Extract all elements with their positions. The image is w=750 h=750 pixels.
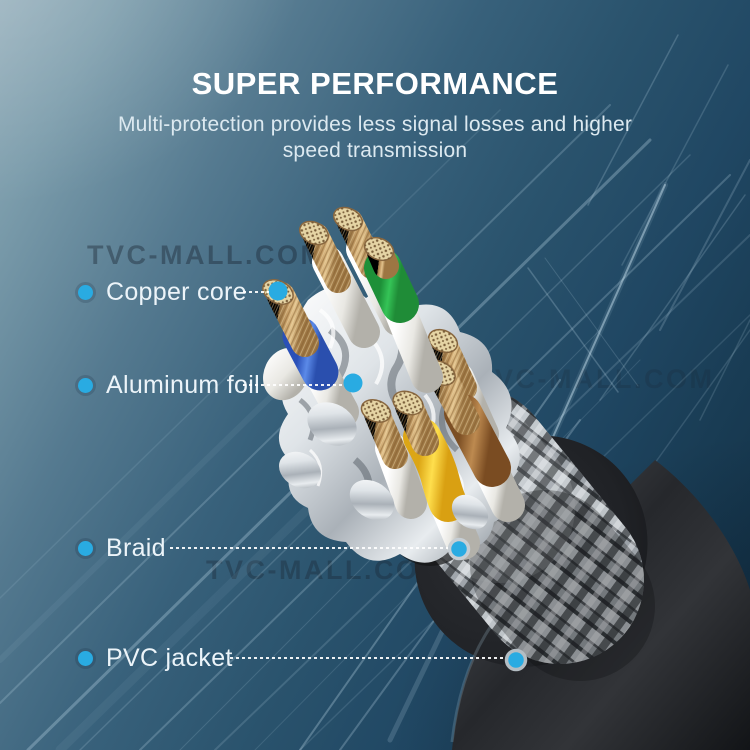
wire-white-2 (299, 220, 380, 348)
marker-braid (447, 537, 471, 561)
page-title: SUPER PERFORMANCE (191, 66, 559, 101)
watermark-text: TVC-MALL.COM (476, 364, 715, 394)
leader-line-braid (170, 547, 448, 549)
wire-yellow (392, 390, 480, 560)
leader-line-pvc-jacket (230, 657, 504, 659)
callout-label: Copper core (106, 277, 247, 306)
callout-label: PVC jacket (106, 643, 233, 672)
foil-overwrap (278, 402, 489, 530)
wire-blue (262, 279, 359, 429)
wire-green (363, 236, 443, 393)
subtitle-line-2: speed transmission (282, 139, 468, 162)
callout-label: Aluminum foil (106, 370, 260, 399)
marker-copper-core (268, 281, 288, 301)
wire-white-7 (360, 399, 427, 519)
bullet-dot-icon (78, 377, 93, 393)
page-subtitle: Multi-protection provides less signal lo… (0, 112, 750, 164)
marker-aluminum-foil (343, 373, 363, 393)
bullet-dot-icon (78, 540, 93, 556)
bullet-dot-icon (78, 650, 93, 666)
callout-braid: Braid (78, 534, 166, 562)
bullet-dot-icon (78, 284, 93, 300)
callout-markers (268, 281, 528, 672)
callout-aluminum-foil: Aluminum foil (78, 371, 260, 399)
callout-label: Braid (106, 533, 166, 562)
callout-copper-core: Copper core (78, 278, 247, 306)
watermark-text: TVC-MALL.COM (87, 240, 326, 270)
subtitle-line-1: Multi-protection provides less signal lo… (117, 113, 633, 136)
leader-line-aluminum-foil (243, 384, 343, 386)
watermark-text: TVC-MALL.COM (206, 555, 445, 585)
leader-line-copper-core (243, 291, 269, 293)
marker-pvc-jacket (504, 648, 528, 672)
header: SUPER PERFORMANCE Multi-protection provi… (0, 66, 750, 164)
callout-pvc-jacket: PVC jacket (78, 644, 233, 672)
